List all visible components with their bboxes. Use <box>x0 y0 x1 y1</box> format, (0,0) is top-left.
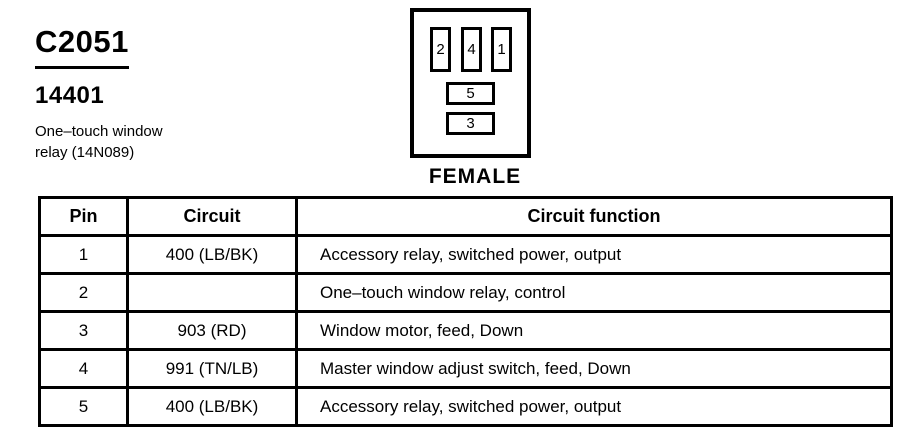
component-description-line1: One–touch window <box>35 122 163 140</box>
pinout-table: Pin Circuit Circuit function 1 400 (LB/B… <box>38 196 893 427</box>
column-header-circuit: Circuit <box>126 196 298 237</box>
table-row: 1 400 (LB/BK) Accessory relay, switched … <box>38 234 893 275</box>
pin-cell: 3 <box>38 310 129 351</box>
table-header-row: Pin Circuit Circuit function <box>38 196 893 237</box>
circuit-function-cell: One–touch window relay, control <box>295 272 893 313</box>
connector-pin-5-label: 5 <box>466 85 475 102</box>
connector-pin-3-label: 3 <box>466 115 475 132</box>
circuit-function-cell: Accessory relay, switched power, output <box>295 386 893 427</box>
circuit-function-cell: Master window adjust switch, feed, Down <box>295 348 893 389</box>
pin-cell: 1 <box>38 234 129 275</box>
component-description-line2: relay (14N089) <box>35 143 135 161</box>
connector-id: C2051 <box>35 25 129 69</box>
pin-cell: 4 <box>38 348 129 389</box>
table-row: 3 903 (RD) Window motor, feed, Down <box>38 310 893 351</box>
table-row: 4 991 (TN/LB) Master window adjust switc… <box>38 348 893 389</box>
connector-pin-3: 3 <box>446 112 495 135</box>
pin-cell: 2 <box>38 272 129 313</box>
connector-pin-2: 2 <box>430 27 451 72</box>
circuit-cell: 400 (LB/BK) <box>126 386 298 427</box>
component-description: One–touch window relay (14N089) <box>35 121 163 163</box>
circuit-cell <box>126 272 298 313</box>
column-header-pin: Pin <box>38 196 129 237</box>
column-header-circuit-function: Circuit function <box>295 196 893 237</box>
connector-diagram: 2 4 1 5 3 <box>410 8 531 158</box>
connector-pin-1-label: 1 <box>497 41 506 58</box>
connector-pin-2-label: 2 <box>436 41 445 58</box>
circuit-cell: 991 (TN/LB) <box>126 348 298 389</box>
part-number: 14401 <box>35 81 105 109</box>
circuit-cell: 903 (RD) <box>126 310 298 351</box>
connector-pin-1: 1 <box>491 27 512 72</box>
circuit-function-cell: Accessory relay, switched power, output <box>295 234 893 275</box>
pin-cell: 5 <box>38 386 129 427</box>
header-block: C2051 14401 One–touch window relay (14N0… <box>35 25 163 163</box>
table-row: 2 One–touch window relay, control <box>38 272 893 313</box>
connector-pin-5: 5 <box>446 82 495 105</box>
circuit-cell: 400 (LB/BK) <box>126 234 298 275</box>
connector-gender-label: FEMALE <box>428 165 522 188</box>
circuit-function-cell: Window motor, feed, Down <box>295 310 893 351</box>
table-row: 5 400 (LB/BK) Accessory relay, switched … <box>38 386 893 427</box>
connector-pin-4: 4 <box>461 27 482 72</box>
connector-pin-4-label: 4 <box>467 41 476 58</box>
